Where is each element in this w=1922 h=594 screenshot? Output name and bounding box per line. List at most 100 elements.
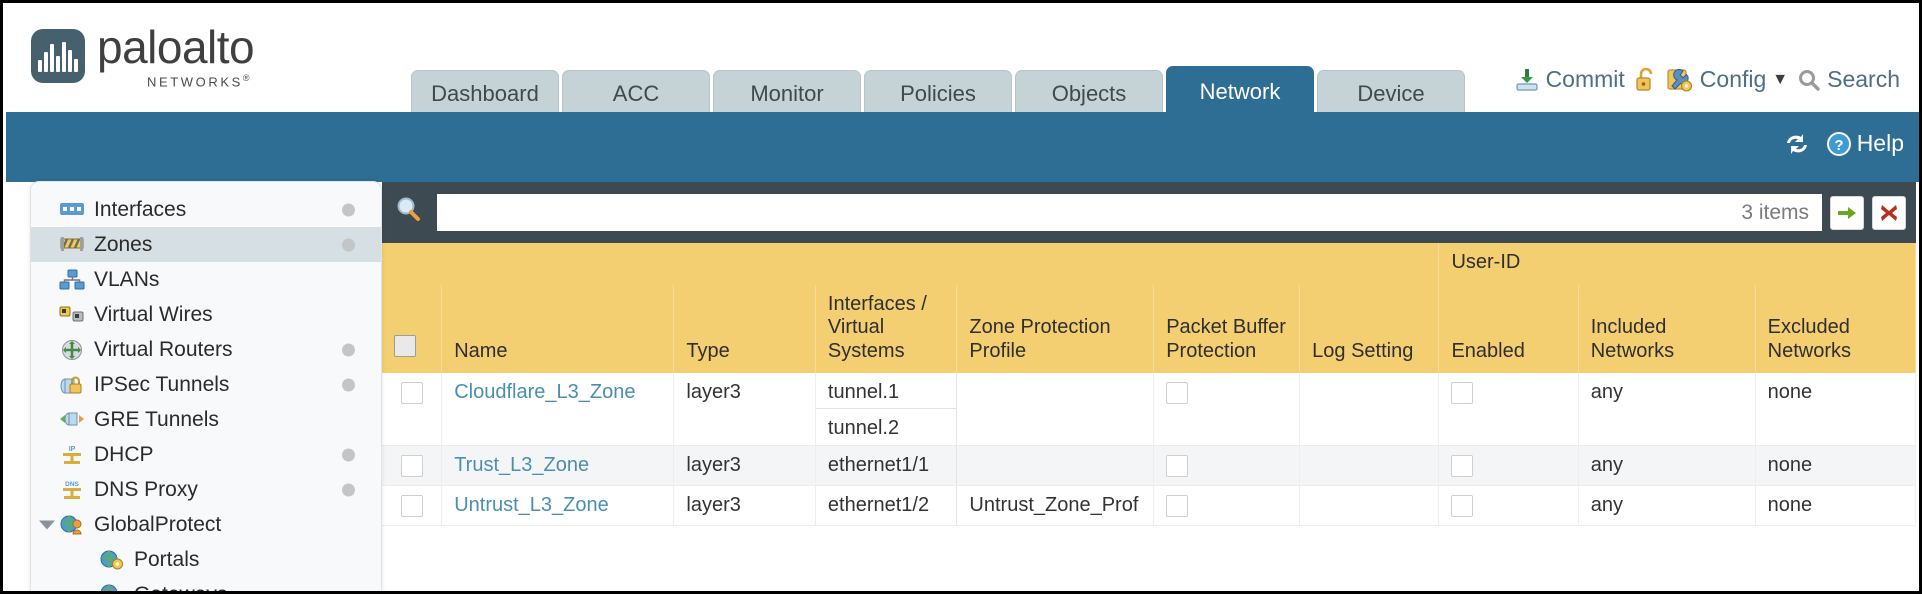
sidebar-item-gateways[interactable]: Gateways — [31, 577, 381, 591]
commit-button[interactable]: Commit — [1514, 66, 1625, 93]
sidebar-item-status-dot-icon — [342, 238, 355, 251]
zone-interfaces-cell: ethernet1/2 — [815, 485, 958, 527]
sidebar-item-globalprotect[interactable]: GlobalProtect — [31, 507, 381, 542]
row-select-cell — [382, 445, 443, 487]
wrench-config-icon — [1667, 67, 1694, 93]
table-group-header-user-id: User-ID — [1438, 243, 1916, 285]
column-header-excluded-networks[interactable]: Excluded Networks — [1755, 284, 1917, 374]
brand-name: paloalto — [97, 21, 255, 73]
table-group-header-spacer — [382, 243, 1440, 285]
tree-toggle-caret-icon[interactable] — [39, 520, 55, 529]
ipsec-tunnels-icon — [59, 374, 85, 396]
svg-text:DNS: DNS — [65, 481, 79, 488]
userid-enabled-checkbox[interactable] — [1451, 455, 1474, 478]
sidebar-item-label: Portals — [134, 547, 200, 571]
sidebar-item-interfaces[interactable]: Interfaces — [31, 192, 381, 227]
sidebar-item-label: Virtual Wires — [94, 302, 213, 326]
row-select-checkbox[interactable] — [400, 382, 423, 405]
paloalto-logo: paloalto NETWORKS® — [31, 21, 255, 88]
sidebar-item-status-dot-icon — [342, 483, 355, 496]
sidebar-item-vlans[interactable]: VLANs — [31, 262, 381, 297]
interfaces-icon — [59, 199, 85, 221]
column-header-log-setting[interactable]: Log Setting — [1299, 284, 1440, 374]
select-all-checkbox[interactable] — [394, 334, 416, 357]
sidebar-item-dns-proxy[interactable]: DNS DNS Proxy — [31, 472, 381, 507]
help-button[interactable]: ? Help — [1826, 130, 1904, 157]
packet-buffer-protection-checkbox[interactable] — [1166, 382, 1189, 405]
config-menu-button[interactable]: Config ▼ — [1667, 66, 1788, 93]
column-header-interfaces-virtual-systems[interactable]: Interfaces / Virtual Systems — [815, 284, 958, 374]
nav-tab-policies[interactable]: Policies — [864, 70, 1012, 116]
column-header-included-networks[interactable]: Included Networks — [1578, 284, 1756, 374]
column-header-packet-buffer-protection[interactable]: Packet Buffer Protection — [1153, 284, 1301, 374]
packet-buffer-protection-checkbox[interactable] — [1166, 495, 1189, 518]
clear-filter-button[interactable] — [1872, 195, 1906, 230]
packet-buffer-protection-cell — [1153, 373, 1301, 447]
refresh-icon[interactable] — [1782, 131, 1812, 157]
dns-proxy-icon: DNS — [59, 479, 85, 501]
zone-type-cell: layer3 — [673, 485, 816, 527]
zones-icon — [59, 234, 85, 256]
nav-tab-objects[interactable]: Objects — [1015, 70, 1163, 116]
userid-enabled-cell — [1438, 485, 1579, 527]
svg-text:IP: IP — [69, 446, 76, 453]
band-toolbar: ? Help — [1782, 130, 1904, 157]
column-header-enabled[interactable]: Enabled — [1438, 284, 1579, 374]
nav-tab-device[interactable]: Device — [1317, 70, 1465, 116]
userid-enabled-checkbox[interactable] — [1451, 495, 1474, 518]
interface-entry: tunnel.2 — [827, 417, 900, 440]
log-setting-cell — [1299, 445, 1440, 487]
userid-enabled-checkbox[interactable] — [1451, 382, 1474, 405]
column-header-name[interactable]: Name — [441, 284, 675, 374]
column-header-type[interactable]: Type — [673, 284, 816, 374]
row-select-checkbox[interactable] — [400, 495, 423, 518]
packet-buffer-protection-checkbox[interactable] — [1166, 455, 1189, 478]
zone-protection-profile-cell — [956, 373, 1155, 447]
gre-tunnels-icon — [59, 409, 85, 431]
search-input[interactable] — [438, 195, 1734, 230]
header-toolbar: Commit — [1514, 66, 1900, 93]
config-lock-button[interactable] — [1634, 67, 1658, 93]
nav-tab-dashboard[interactable]: Dashboard — [411, 70, 559, 116]
sidebar-item-label: GRE Tunnels — [94, 407, 219, 431]
log-setting-cell — [1299, 373, 1440, 447]
sidebar-item-virtual-routers[interactable]: Virtual Routers — [31, 332, 381, 367]
included-networks-cell: any — [1578, 445, 1756, 487]
sidebar-item-portals[interactable]: Portals — [31, 542, 381, 577]
zone-protection-profile-cell: Untrust_Zone_Prof — [956, 485, 1155, 527]
zone-name-link[interactable]: Cloudflare_L3_Zone — [454, 381, 636, 404]
commit-download-icon — [1514, 67, 1540, 93]
sidebar-item-gre-tunnels[interactable]: GRE Tunnels — [31, 402, 381, 437]
sidebar-item-label: DNS Proxy — [94, 477, 198, 501]
nav-tab-network[interactable]: Network — [1166, 66, 1314, 116]
sidebar-item-zones[interactable]: Zones — [31, 227, 381, 262]
help-label: Help — [1856, 130, 1904, 156]
sidebar-item-ipsec-tunnels[interactable]: IPSec Tunnels — [31, 367, 381, 402]
search-button[interactable]: Search — [1797, 66, 1900, 93]
interface-entry: tunnel.1 — [815, 373, 957, 410]
apply-filter-button[interactable] — [1830, 195, 1864, 230]
sidebar-item-status-dot-icon — [342, 448, 355, 461]
sidebar-item-label: VLANs — [94, 267, 160, 291]
nav-tab-acc[interactable]: ACC — [562, 70, 710, 116]
nav-tab-monitor[interactable]: Monitor — [713, 70, 861, 116]
row-select-checkbox[interactable] — [400, 455, 423, 478]
column-header-zone-protection-profile[interactable]: Zone Protection Profile — [956, 284, 1155, 374]
zone-name-cell: Trust_L3_Zone — [441, 445, 675, 487]
sidebar-item-virtual-wires[interactable]: Virtual Wires — [31, 297, 381, 332]
packet-buffer-protection-cell — [1153, 485, 1301, 527]
vlans-icon — [59, 269, 85, 291]
excluded-networks-cell: none — [1755, 445, 1917, 487]
zone-name-link[interactable]: Trust_L3_Zone — [454, 454, 590, 477]
chevron-down-icon: ▼ — [1772, 70, 1789, 88]
zone-name-link[interactable]: Untrust_L3_Zone — [454, 494, 609, 517]
excluded-networks-cell: none — [1755, 485, 1917, 527]
